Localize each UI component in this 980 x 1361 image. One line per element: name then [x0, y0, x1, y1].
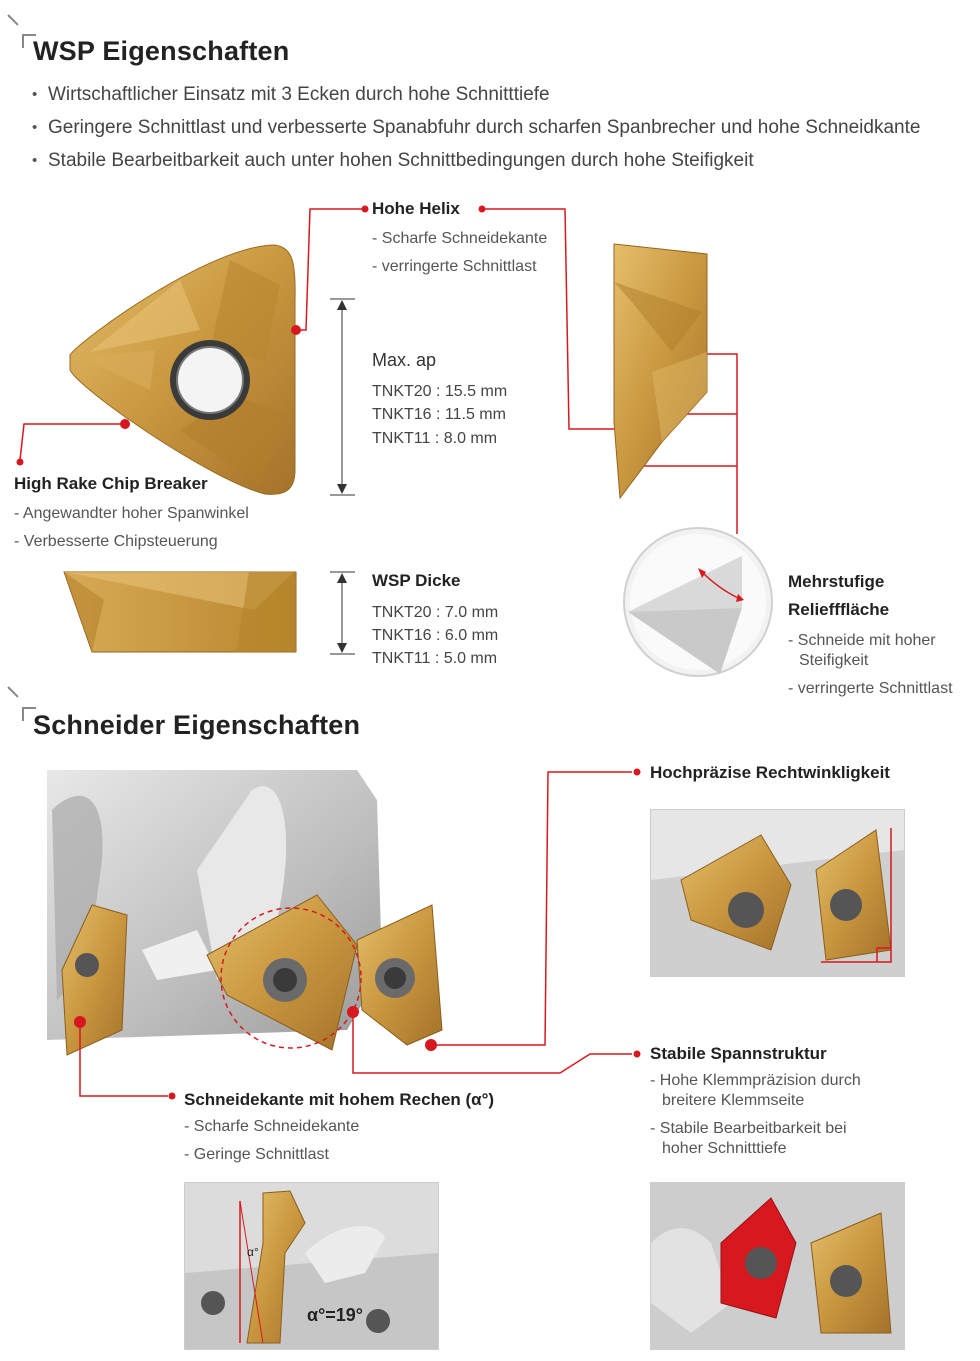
spannstruktur-item: hoher Schnitttiefe	[662, 1140, 787, 1157]
max-ap-title: Max. ap	[372, 350, 437, 370]
thickness-title: WSP Dicke	[372, 571, 461, 590]
insert-side-view-image	[63, 571, 297, 653]
relief-item: - Schneide mit hoher	[788, 632, 936, 649]
feature-item: Geringere Schnittlast und verbesserte Sp…	[32, 111, 920, 144]
chip-breaker-item: - Verbesserte Chipsteuerung	[14, 533, 218, 550]
relief-item: - verringerte Schnittlast	[788, 680, 953, 697]
helix-item: - verringerte Schnittlast	[372, 258, 537, 275]
max-ap-row: TNKT16 : 11.5 mm	[372, 406, 506, 423]
spannstruktur-title: Stabile Spannstruktur	[650, 1044, 827, 1063]
spannstruktur-item: breitere Klemmseite	[662, 1092, 805, 1109]
chip-breaker-item: - Angewandter hoher Spanwinkel	[14, 505, 249, 522]
callout-lines-cutter	[74, 768, 641, 1100]
relief-title-line2: Reliefffläche	[788, 600, 890, 619]
relief-title-line1: Mehrstufige	[788, 572, 885, 591]
relief-detail-magnifier	[623, 527, 773, 677]
feature-item: Wirtschaftlicher Einsatz mit 3 Ecken dur…	[32, 78, 920, 111]
schneidekante-item: - Geringe Schnittlast	[184, 1146, 329, 1163]
spannstruktur-item: - Hohe Klemmpräzision durch	[650, 1072, 861, 1089]
schneidekante-item: - Scharfe Schneidekante	[184, 1118, 360, 1135]
thickness-row: TNKT20 : 7.0 mm	[372, 604, 499, 621]
rechtwinkligkeit-photo	[650, 809, 905, 977]
section-title-schneider: Schneider Eigenschaften	[33, 710, 361, 740]
schneidekante-photo: α° α°=19°	[184, 1182, 439, 1350]
alpha-value-label: α°=19°	[307, 1305, 363, 1325]
alpha-angle-label: α°	[247, 1245, 259, 1259]
section-corner-mark	[22, 34, 36, 48]
feature-list: Wirtschaftlicher Einsatz mit 3 Ecken dur…	[32, 78, 920, 177]
cutter-main-image	[47, 770, 443, 1056]
max-ap-row: TNKT20 : 15.5 mm	[372, 383, 508, 400]
section-corner-mark	[22, 707, 36, 721]
insert-edge-view-image	[613, 243, 708, 500]
rechtwinkligkeit-title: Hochpräzise Rechtwinkligkeit	[650, 763, 890, 782]
section-title-wsp: WSP Eigenschaften	[33, 36, 290, 66]
relief-item: Steifigkeit	[799, 652, 869, 669]
insert-top-view-image	[69, 244, 296, 495]
spannstruktur-photo	[650, 1182, 905, 1350]
spannstruktur-item: - Stabile Bearbeitbarkeit bei	[650, 1120, 847, 1137]
thickness-row: TNKT11 : 5.0 mm	[372, 650, 498, 667]
helix-item: - Scharfe Schneidekante	[372, 230, 548, 247]
helix-title: Hohe Helix	[372, 199, 460, 218]
chip-breaker-title: High Rake Chip Breaker	[14, 474, 208, 493]
max-ap-row: TNKT11 : 8.0 mm	[372, 430, 498, 447]
thickness-row: TNKT16 : 6.0 mm	[372, 627, 499, 644]
schneidekante-title: Schneidekante mit hohem Rechen (α°)	[184, 1090, 495, 1109]
feature-item: Stabile Bearbeitbarkeit auch unter hohen…	[32, 144, 920, 177]
